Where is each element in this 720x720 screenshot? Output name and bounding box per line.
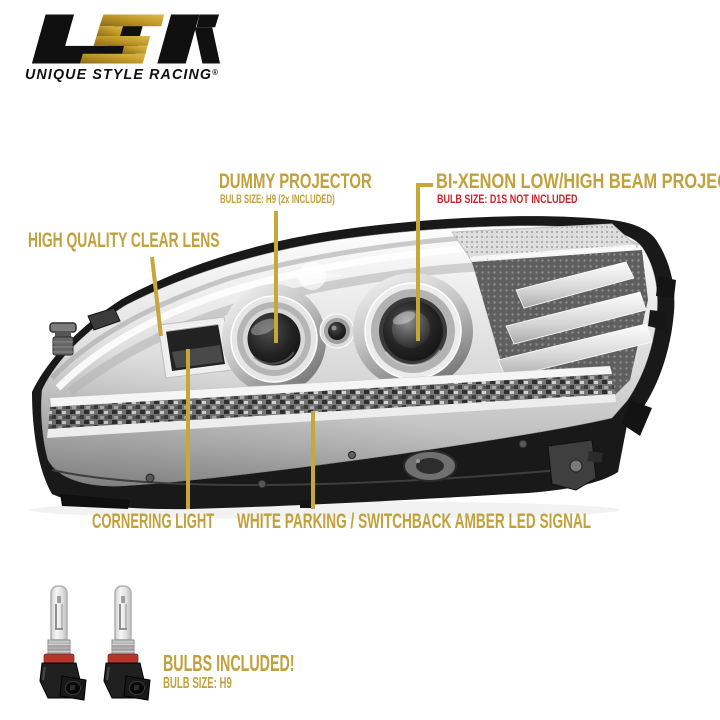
h9-bulb-left bbox=[39, 585, 87, 701]
lens-glare-beam bbox=[282, 273, 342, 279]
label-dummy-bulb-size: BULB SIZE: H9 (2x INCLUDED) bbox=[220, 194, 335, 206]
middle-mini-projector bbox=[319, 313, 355, 349]
upper-mesh-reflector bbox=[451, 223, 638, 260]
headlight-assembly bbox=[32, 216, 676, 510]
housing-details bbox=[51, 439, 603, 509]
registered-trademark: ® bbox=[212, 68, 218, 77]
usr-logo-icon bbox=[31, 14, 221, 64]
label-clear-lens: HIGH QUALITY CLEAR LENS bbox=[28, 229, 220, 252]
label-bi-xenon-bulb-size: BULB SIZE: D1S NOT INCLUDED bbox=[437, 194, 578, 206]
label-bulbs-size: BULB SIZE: H9 bbox=[163, 675, 232, 692]
lens-glare bbox=[298, 262, 326, 290]
gasket-tabs bbox=[622, 276, 676, 436]
label-bi-xenon-projector: BI-XENON LOW/HIGH BEAM PROJECTOR bbox=[436, 170, 720, 193]
callout-line-clear-lens bbox=[150, 256, 163, 337]
logo-letter-r bbox=[157, 14, 221, 64]
callout-lines bbox=[150, 183, 433, 509]
cornering-light-region bbox=[157, 316, 233, 379]
brand-name: UNIQUE STYLE RACING bbox=[25, 66, 213, 83]
bi-xenon-projector-region bbox=[353, 272, 473, 390]
label-bulbs-included: BULBS INCLUDED! bbox=[163, 650, 295, 676]
turn-signal-slats bbox=[472, 250, 653, 400]
logo-letter-s bbox=[79, 14, 165, 64]
h9-bulb-right bbox=[103, 585, 151, 701]
label-dummy-projector: DUMMY PROJECTOR bbox=[219, 170, 372, 193]
brand-wordmark: UNIQUE STYLE RACING® bbox=[25, 66, 218, 83]
label-cornering-light: CORNERING LIGHT bbox=[92, 510, 215, 533]
adjuster-bolt bbox=[49, 307, 121, 356]
callout-line-bi-xenon bbox=[416, 183, 433, 341]
included-bulbs-photo bbox=[39, 585, 151, 701]
label-parking-signal: WHITE PARKING / SWITCHBACK AMBER LED SIG… bbox=[237, 510, 592, 533]
